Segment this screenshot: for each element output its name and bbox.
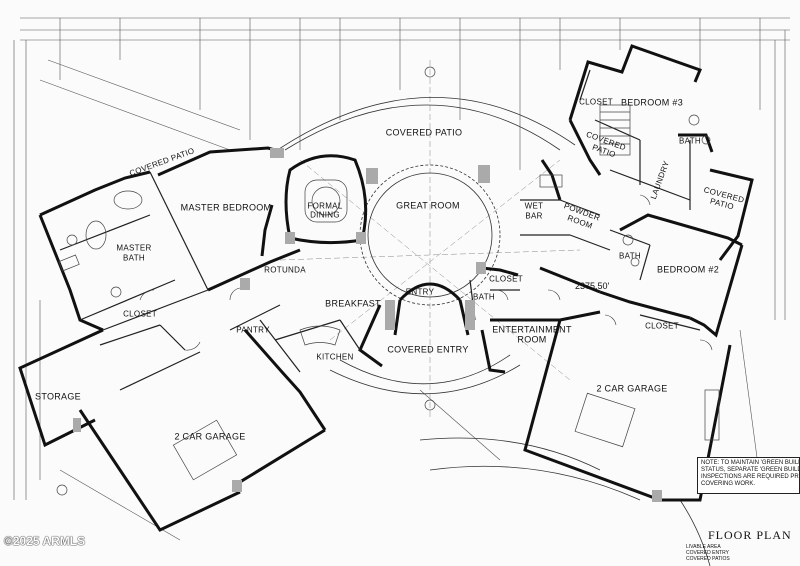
curved-walls: [269, 96, 711, 566]
exterior-walls-dining: [284, 154, 368, 245]
door-swings: [139, 194, 713, 351]
room-label-bedroom3: BEDROOM #3: [620, 97, 684, 108]
room-label-great-room: GREAT ROOM: [396, 200, 460, 211]
room-label-storage: STORAGE: [35, 391, 81, 402]
room-label-wet-bar-line2: BAR: [525, 211, 543, 221]
construction-lines: [279, 60, 581, 420]
room-label-bath-center: BATH: [473, 292, 495, 302]
fixtures: [56, 66, 794, 496]
total-area-dimension: 2375.50': [575, 281, 610, 291]
note-line: COVERING WORK.: [701, 481, 756, 487]
room-label-closet-left: CLOSET: [123, 309, 157, 319]
room-label-breakfast: BREAKFAST: [325, 298, 381, 309]
room-label-covered-entry: COVERED ENTRY: [387, 344, 469, 355]
note-line: INSPECTIONS ARE REQUIRED PRIOR TO: [701, 474, 799, 480]
room-label-master-bath-line1: MASTER: [116, 243, 152, 253]
room-label-closet-bedroom2: CLOSET: [645, 321, 679, 331]
room-label-bedroom2: BEDROOM #2: [656, 264, 720, 275]
room-label-formal-dining-line2: DINING: [310, 210, 340, 220]
room-label-garage-right: 2 CAR GARAGE: [596, 383, 668, 394]
room-label-master-bedroom: MASTER BEDROOM: [180, 202, 272, 213]
room-label-entertainment-line1: ENTERTAINMENT: [492, 324, 572, 335]
exterior-walls-right: [523, 44, 754, 502]
room-label-master-bath-line2: BATH: [123, 253, 145, 263]
poche-fills: [73, 148, 662, 502]
room-label-formal-dining-line1: FORMAL: [307, 201, 343, 211]
green-building-note: NOTE: TO MAINTAIN 'GREEN BUILDING' STATU…: [697, 457, 800, 494]
legend-item: COVERED ENTRY: [686, 550, 729, 556]
room-label-pantry: PANTRY: [236, 325, 270, 335]
room-label-bath-bedroom3: BATH: [679, 136, 701, 146]
room-label-wet-bar-line1: WET: [524, 201, 544, 211]
room-label-garage-left: 2 CAR GARAGE: [174, 431, 246, 442]
room-label-kitchen: KITCHEN: [316, 352, 354, 362]
room-label-closet-bedroom3: CLOSET: [579, 97, 613, 107]
legend-item: COVERED PATIOS: [686, 556, 730, 562]
note-line: STATUS, SEPARATE 'GREEN BUILDING': [701, 467, 799, 473]
area-legend: LIVABLE AREA COVERED ENTRY COVERED PATIO…: [686, 544, 730, 562]
room-label-bath-bedroom2: BATH: [619, 251, 641, 261]
room-label-covered-patio-top: COVERED PATIO: [385, 127, 463, 138]
interior-walls: [59, 69, 701, 391]
note-line: NOTE: TO MAINTAIN 'GREEN BUILDING': [701, 460, 799, 466]
legend-item: LIVABLE AREA: [686, 544, 721, 550]
room-label-entertainment-line2: ROOM: [517, 334, 547, 345]
room-label-closet-center: CLOSET: [489, 274, 523, 284]
room-label-rotunda: ROTUNDA: [264, 265, 306, 275]
copyright-watermark: ©2025 ARMLS: [4, 534, 86, 548]
floor-plan-title: FLOOR PLAN: [708, 528, 792, 542]
room-label-entry: ENTRY: [405, 287, 435, 297]
dimension-lines: [13, 17, 790, 541]
